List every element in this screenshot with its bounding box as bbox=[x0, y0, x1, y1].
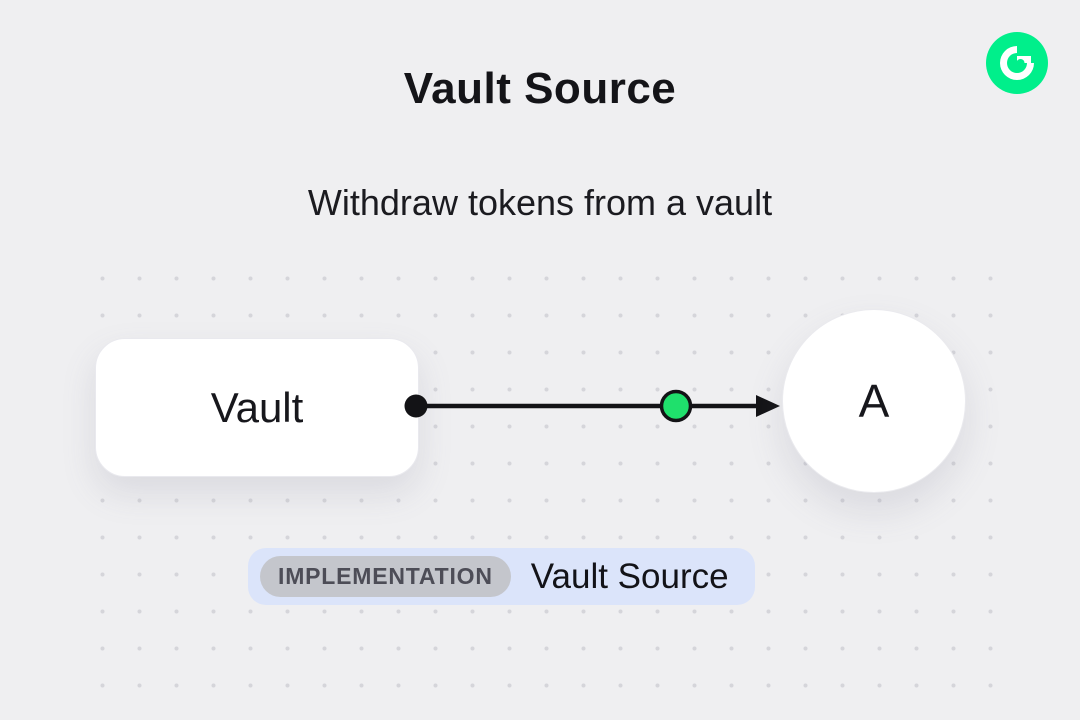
vault-node-label: Vault bbox=[210, 383, 304, 431]
page-title: Vault Source bbox=[403, 64, 677, 113]
flow-logo-icon bbox=[986, 32, 1048, 94]
implementation-tag: IMPLEMENTATION bbox=[260, 556, 511, 597]
flow-logo-svg bbox=[986, 32, 1048, 94]
target-node-a: A bbox=[782, 309, 966, 493]
implementation-badge: IMPLEMENTATION Vault Source bbox=[248, 548, 755, 605]
connector-start-dot bbox=[404, 394, 428, 418]
page-subtitle: Withdraw tokens from a vault bbox=[307, 182, 773, 223]
implementation-label: Vault Source bbox=[530, 556, 729, 596]
vault-node: Vault bbox=[95, 338, 419, 477]
connector-green-node bbox=[659, 389, 693, 423]
connector-arrowhead bbox=[756, 395, 780, 417]
target-node-label: A bbox=[858, 375, 890, 427]
connector-arrow bbox=[404, 389, 780, 423]
